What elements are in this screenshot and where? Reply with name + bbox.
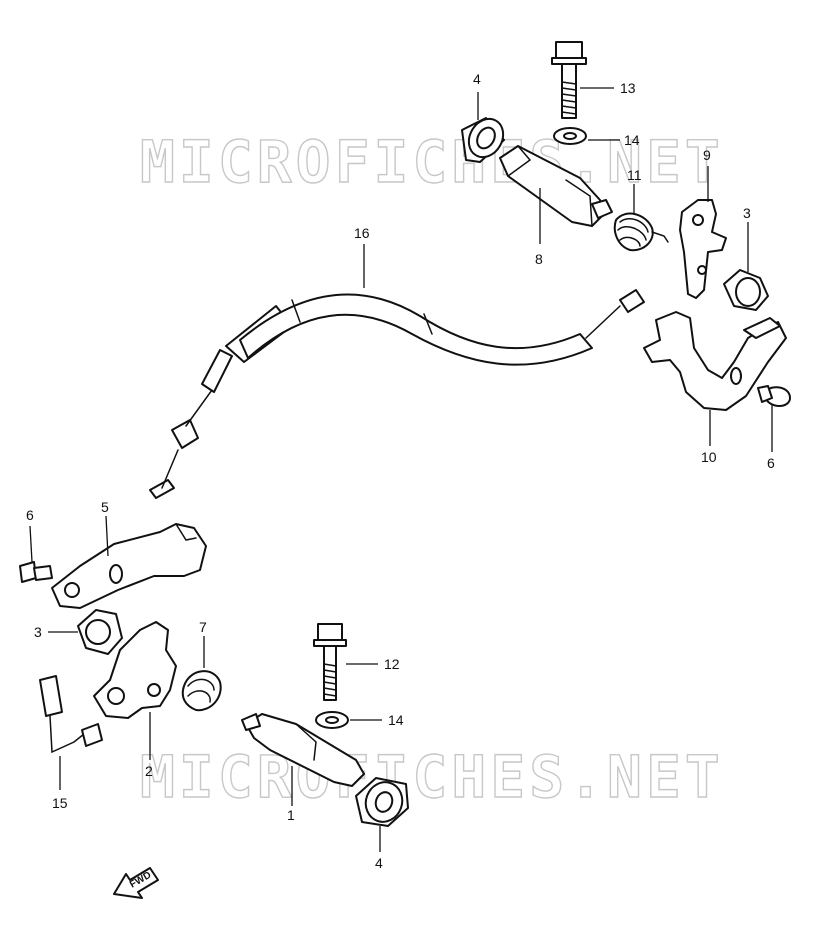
callout-3-bottom: 3: [34, 624, 42, 640]
callout-4-bottom: 4: [375, 855, 383, 871]
callout-labels: 13 4 14 9 11 3 8 16 10 6 6 5 3 7 12 14 2…: [26, 71, 775, 871]
bolt-13[interactable]: [551, 41, 587, 119]
bolt-12[interactable]: [313, 623, 347, 701]
callout-5: 5: [101, 499, 109, 515]
bushing-4-top[interactable]: [461, 113, 510, 164]
screw-6-right[interactable]: [757, 385, 791, 407]
callout-6-left: 6: [26, 507, 34, 523]
washer-14-bottom[interactable]: [315, 711, 349, 729]
nut-3-top[interactable]: [723, 269, 769, 311]
spring-7[interactable]: [181, 670, 222, 712]
nut-3-bottom[interactable]: [77, 609, 123, 655]
callout-8: 8: [535, 251, 543, 267]
watermark-top: MICROFICHES.NET: [140, 128, 724, 196]
shaft-1[interactable]: [241, 713, 365, 787]
callout-1: 1: [287, 807, 295, 823]
callout-3-top: 3: [743, 205, 751, 221]
cable-16[interactable]: [149, 289, 645, 499]
callout-7: 7: [199, 619, 207, 635]
callout-11: 11: [627, 167, 642, 183]
spring-11[interactable]: [613, 212, 669, 252]
callout-13: 13: [620, 80, 636, 96]
callout-14-top: 14: [624, 132, 640, 148]
watermark-bottom: MICROFICHES.NET: [140, 743, 724, 811]
callout-14-bottom: 14: [388, 712, 404, 728]
callout-9: 9: [703, 147, 711, 163]
callout-10: 10: [701, 449, 717, 465]
callout-4-top: 4: [473, 71, 481, 87]
callout-6-right: 6: [767, 455, 775, 471]
callout-12: 12: [384, 656, 400, 672]
bushing-4-bottom[interactable]: [355, 777, 409, 827]
callout-2: 2: [145, 763, 153, 779]
leader-lines: [29, 87, 773, 852]
callout-15: 15: [52, 795, 68, 811]
shaft-8[interactable]: [499, 145, 613, 227]
lever-2[interactable]: [93, 621, 177, 719]
sensor-15[interactable]: [39, 675, 103, 754]
callout-16: 16: [354, 225, 370, 241]
fwd-arrow: FWD: [113, 867, 159, 899]
screw-6-left[interactable]: [19, 561, 53, 583]
bracket-10[interactable]: [643, 311, 787, 411]
lever-9[interactable]: [679, 199, 727, 299]
washer-14-top[interactable]: [553, 127, 587, 145]
lever-5[interactable]: [51, 523, 207, 609]
